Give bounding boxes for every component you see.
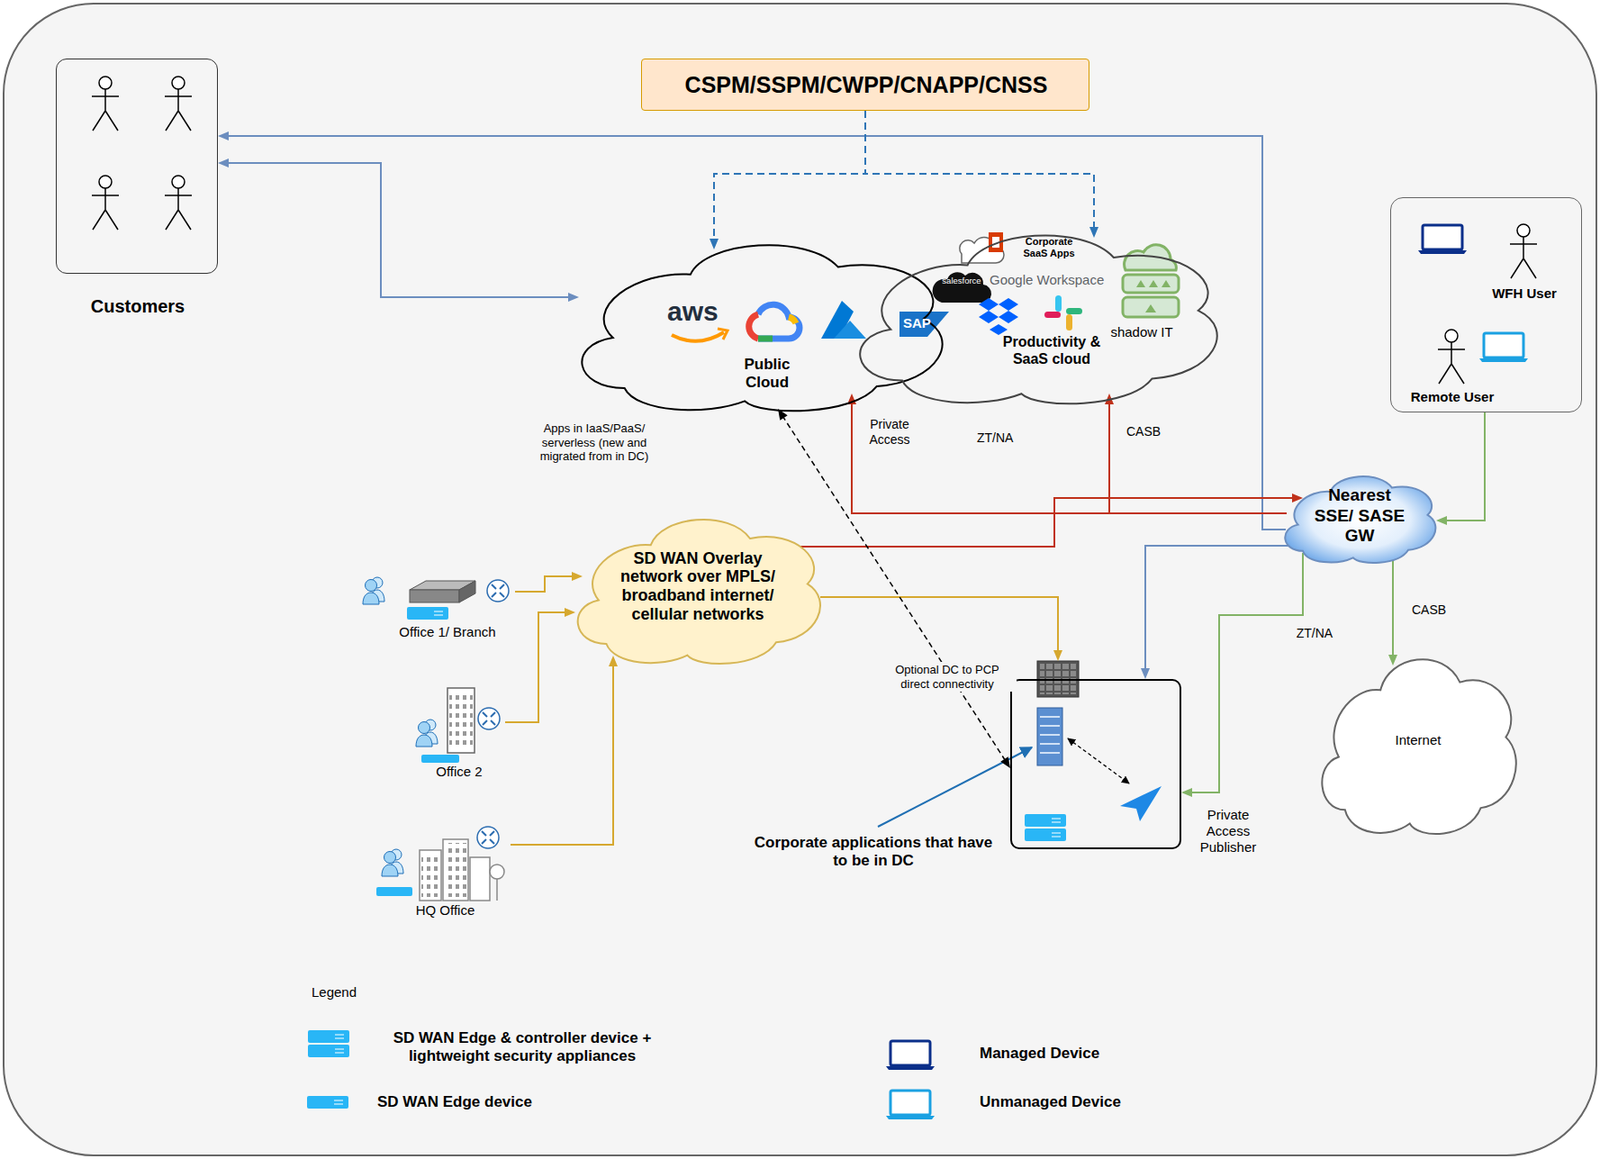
connector-line (1444, 412, 1485, 521)
connector (865, 110, 1099, 238)
arrow-head (568, 292, 579, 302)
branch-office: Office 2 (413, 686, 506, 781)
hq-office: HQ Office (379, 824, 511, 919)
branch-office: Office 1/ Branch (360, 571, 516, 642)
node-label: Customers (38, 295, 237, 317)
sdwan-cloud: SD WAN Overlay network over MPLS/ broadb… (567, 506, 829, 669)
cloud-shape (859, 235, 1218, 405)
legend-text: Managed Device (979, 1044, 1100, 1063)
customer-group: Customers (55, 58, 218, 274)
arrow-head (1053, 650, 1063, 661)
arrow-head (1388, 654, 1398, 666)
connector (1436, 412, 1485, 525)
node-label: Private Access Publisher (1190, 806, 1266, 856)
arrow-head (1181, 787, 1193, 797)
connector (1104, 393, 1287, 514)
connector-line (714, 110, 866, 242)
node-label: Nearest SSE/ SASE GW (1307, 485, 1412, 547)
connector-line (799, 497, 1295, 547)
node-label: Internet (1313, 732, 1523, 749)
logo-text: salesforce (938, 275, 986, 286)
edge-label: ZT/NA (1285, 624, 1344, 642)
connector (217, 131, 1286, 530)
node-label: shadow IT (1101, 324, 1183, 341)
arrow-head (571, 571, 583, 581)
internet-cloud: Internet (1313, 642, 1523, 840)
arrow-head (608, 655, 618, 667)
connector-line (510, 663, 614, 845)
connector (1140, 545, 1295, 679)
node-label: Remote User (1407, 388, 1498, 406)
node-label: SD WAN Overlay network over MPLS/ broadb… (607, 549, 788, 624)
connector (505, 607, 576, 723)
connector-line (820, 596, 1058, 653)
security-posture-box: CSPM/SSPM/CWPP/CNAPP/CNSS (641, 58, 1090, 111)
connector-line (225, 135, 1286, 530)
connector (847, 393, 1287, 514)
connector-line (851, 401, 1287, 514)
node-label: CSPM/SSPM/CWPP/CNAPP/CNSS (641, 71, 1091, 99)
logo-text: aws (667, 295, 719, 328)
arrow-head (1000, 756, 1011, 769)
connector-line (782, 415, 1006, 762)
edge-label: CASB (1404, 601, 1454, 619)
node-label: Office 1/ Branch (379, 623, 516, 641)
connector (1388, 555, 1398, 666)
connector (217, 158, 579, 302)
connector-line (505, 612, 568, 723)
cloud-shape (1284, 476, 1436, 563)
connector (515, 571, 583, 592)
connector-line (515, 576, 575, 592)
edge-label: Optional DC to PCP direct connectivity (877, 661, 1017, 692)
arrow-head (217, 131, 229, 141)
connector (709, 110, 866, 250)
connector-line (1392, 555, 1394, 658)
edge-label: Private Access (859, 415, 920, 449)
arrow-head (1140, 668, 1150, 679)
connector-line (225, 162, 571, 298)
connector-line (1109, 401, 1287, 514)
sase-gateway: Nearest SSE/ SASE GW (1278, 468, 1441, 566)
edge-label: CASB (1119, 423, 1168, 441)
arrow-head (564, 607, 576, 617)
legend-text: SD WAN Edge & controller device + lightw… (369, 1029, 676, 1067)
connector (820, 596, 1063, 661)
arrow-head (1089, 226, 1099, 238)
legend-text: SD WAN Edge device (377, 1093, 533, 1112)
arrow-head (709, 238, 719, 250)
node-label: Productivity & SaaS cloud (1002, 333, 1102, 368)
cloud-shape (578, 519, 821, 664)
callout-text: Corporate applications that have to be i… (747, 833, 1000, 871)
arrow-head (217, 158, 229, 168)
node-label: HQ Office (379, 902, 511, 919)
connector (799, 493, 1303, 547)
node-label: Public Cloud (731, 355, 804, 393)
legend-text: Unmanaged Device (979, 1093, 1121, 1112)
node-label: WFH User (1483, 285, 1565, 302)
logo-text: Google Workspace (989, 271, 1104, 289)
protocol-label: ZT/NA (976, 430, 1013, 446)
connector-line (865, 110, 1094, 230)
node-label: Corporate SaaS Apps (1013, 235, 1085, 260)
node-label: Office 2 (413, 763, 506, 780)
note-text: Apps in IaaS/PaaS/ serverless (new and m… (517, 421, 671, 464)
arrow-head (1436, 515, 1447, 525)
legend-title: Legend (311, 984, 357, 1001)
connector (510, 655, 618, 845)
connector (1181, 552, 1303, 797)
logo-text: SAP (903, 315, 932, 332)
remote-user-group: WFH UserRemote User (1390, 197, 1582, 413)
public-cloud: Public Cloud (566, 229, 955, 416)
datacenter-box: Private Access Publisher (1010, 678, 1182, 850)
connector-line (1189, 552, 1303, 793)
saas-cloud: Corporate SaaS Apps shadow ITProductivity… (844, 219, 1230, 409)
